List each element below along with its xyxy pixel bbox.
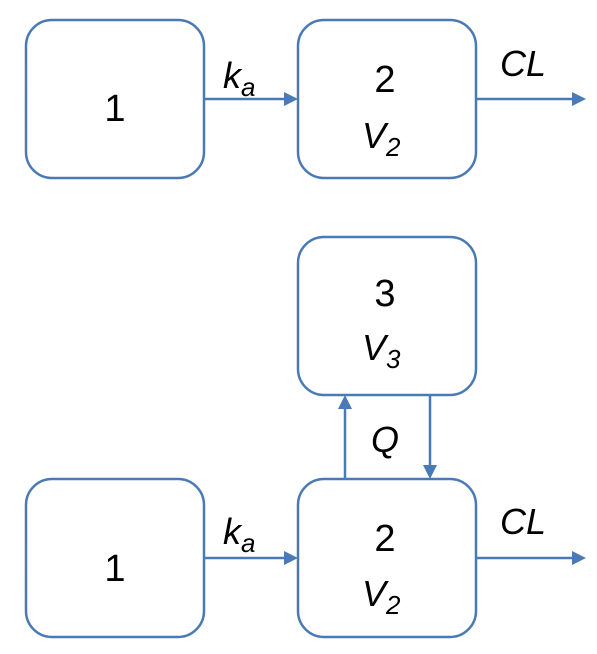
top-central-compartment: 2 V2 bbox=[296, 18, 478, 180]
bottom-cl-label: CL bbox=[500, 501, 546, 542]
bottom-peripheral-label: 3 bbox=[374, 273, 395, 315]
top-cl-label: CL bbox=[500, 43, 546, 84]
bottom-central-label: 2 bbox=[374, 518, 395, 560]
bottom-q-label: Q bbox=[371, 419, 399, 460]
bottom-q-up-arrow bbox=[338, 395, 352, 479]
bottom-ka-symbol: k bbox=[223, 511, 243, 552]
bottom-peripheral-volume: V3 bbox=[362, 327, 401, 374]
top-depot-compartment: 1 bbox=[24, 18, 206, 180]
bottom-q-down-arrow bbox=[423, 395, 437, 479]
bottom-elimination-arrow bbox=[476, 551, 586, 565]
top-elimination-arrow bbox=[476, 92, 586, 106]
top-central-label: 2 bbox=[374, 59, 395, 101]
diagram-top: 1 ka 2 V2 CL bbox=[24, 18, 586, 180]
bottom-central-volume-subscript: 2 bbox=[385, 590, 401, 620]
top-ka-subscript: a bbox=[241, 72, 255, 102]
bottom-central-compartment: 2 V2 bbox=[296, 477, 478, 639]
bottom-central-volume: V2 bbox=[362, 573, 401, 620]
bottom-peripheral-volume-subscript: 3 bbox=[386, 344, 401, 374]
bottom-depot-label: 1 bbox=[104, 548, 125, 590]
top-central-volume-symbol: V bbox=[362, 115, 389, 156]
bottom-central-volume-symbol: V bbox=[362, 573, 389, 614]
bottom-ka-label: ka bbox=[223, 511, 255, 558]
top-central-volume-subscript: 2 bbox=[385, 132, 401, 162]
top-ka-symbol: k bbox=[223, 55, 243, 96]
top-central-volume: V2 bbox=[362, 115, 401, 162]
diagram-bottom: 3 V3 Q 1 ka 2 bbox=[24, 235, 586, 639]
bottom-peripheral-volume-symbol: V bbox=[362, 327, 389, 368]
bottom-absorption-arrow bbox=[204, 551, 298, 565]
bottom-peripheral-compartment: 3 V3 bbox=[296, 235, 478, 397]
bottom-depot-compartment: 1 bbox=[24, 477, 206, 639]
bottom-ka-subscript: a bbox=[241, 528, 255, 558]
top-absorption-arrow bbox=[204, 92, 298, 106]
top-depot-label: 1 bbox=[104, 88, 125, 130]
top-ka-label: ka bbox=[223, 55, 255, 102]
